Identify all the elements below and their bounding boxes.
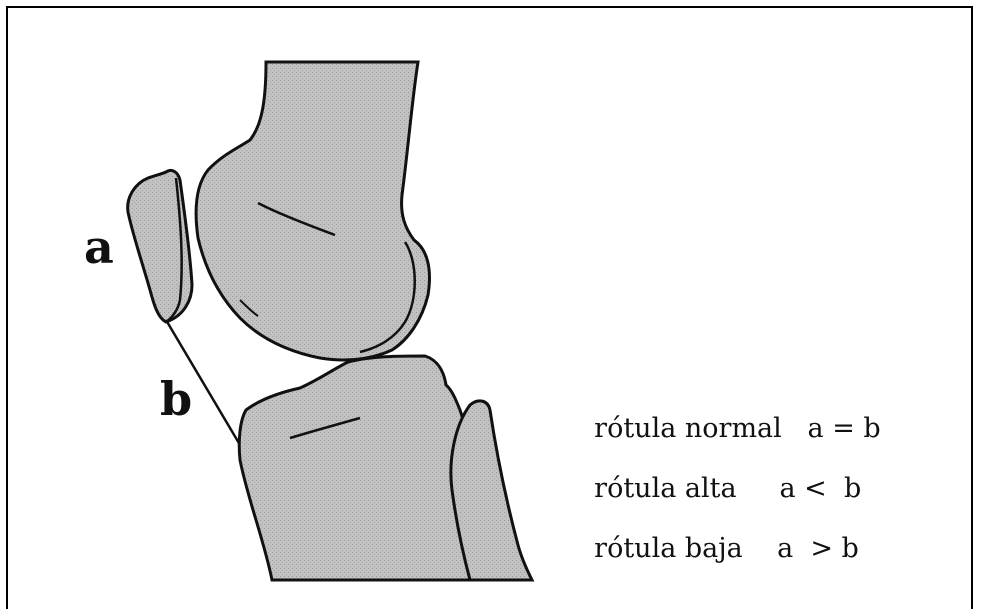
label-a: a	[84, 224, 114, 270]
legend-name: rótula alta	[594, 475, 736, 502]
legend-row-normal: rótula normal a = b	[577, 388, 881, 442]
femur-bone	[196, 62, 429, 360]
legend-row-baja: rótula baja a > b	[577, 508, 859, 562]
label-b: b	[160, 376, 192, 422]
legend-relation: a < b	[780, 475, 862, 502]
legend-name: rótula baja	[594, 535, 743, 562]
legend-name: rótula normal	[594, 415, 782, 442]
fibula-bone	[451, 401, 532, 580]
legend-relation: a > b	[777, 535, 859, 562]
legend-relation: a = b	[808, 415, 881, 442]
legend-row-alta: rótula alta a < b	[577, 448, 861, 502]
